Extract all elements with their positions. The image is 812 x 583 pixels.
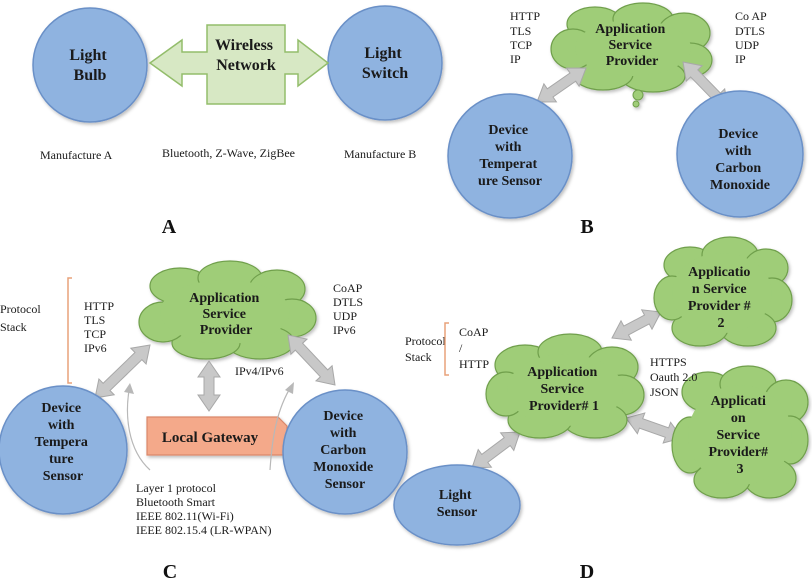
light-sensor-node bbox=[393, 464, 521, 546]
double-arrow-shape bbox=[197, 360, 221, 412]
panel-b: Application Service Provider HTTP TLS TC… bbox=[447, 2, 804, 238]
temperature-device-node-b bbox=[447, 93, 573, 219]
co-device-label-c: Device with Carbon Monoxide Sensor bbox=[313, 409, 376, 492]
cloud-d2-label: Applicatio n Service Provider # 2 bbox=[688, 265, 754, 331]
cloud-d1-label: Application Service Provider# 1 bbox=[527, 365, 601, 414]
light-bulb-node bbox=[32, 7, 148, 123]
temperature-device-label-b: Device with Temperat ure Sensor bbox=[478, 123, 542, 189]
co-device-node-b bbox=[676, 90, 804, 218]
arrow-d-sensor-cloud1 bbox=[471, 431, 521, 469]
cloud-c-label: Application Service Provider bbox=[189, 291, 263, 338]
arrow-c-temp-cloud bbox=[94, 344, 151, 399]
cloud-c bbox=[138, 260, 317, 360]
panel-c-left-stack: HTTP TLS TCP IPv6 bbox=[84, 299, 117, 355]
manufacturer-a-text: Manufacture A bbox=[40, 148, 113, 162]
panel-a: Light Bulb Light Switch Wireless Network… bbox=[32, 5, 443, 238]
panel-d-stack-title: Protocol Stack bbox=[405, 334, 449, 364]
ip-version-label: IPv4/IPv6 bbox=[235, 364, 284, 378]
panel-d-label: D bbox=[580, 561, 594, 583]
cloud-d3-label: Applicati on Service Provider# 3 bbox=[708, 394, 771, 477]
co-device-node-c bbox=[282, 389, 408, 515]
wireless-protocols-text: Bluetooth, Z-Wave, ZigBee bbox=[162, 146, 295, 160]
temperature-device-label-c: Device with Tempera ture Sensor bbox=[35, 401, 92, 484]
double-arrow-shape bbox=[471, 431, 521, 469]
manufacturer-b-text: Manufacture B bbox=[344, 147, 416, 161]
cloud-d1 bbox=[485, 333, 645, 439]
double-arrow-shape bbox=[94, 344, 151, 399]
arrow-b-temp-cloud bbox=[536, 67, 587, 103]
cloud-d3 bbox=[671, 365, 809, 499]
panel-b-label: B bbox=[580, 216, 593, 238]
panel-d-stack-bracket bbox=[444, 322, 449, 376]
double-arrow-shape bbox=[287, 334, 336, 386]
double-arrow-shape bbox=[611, 309, 662, 341]
layer1-protocols: Layer 1 protocol Bluetooth Smart IEEE 80… bbox=[136, 481, 272, 537]
local-gateway-label: Local Gateway bbox=[162, 430, 259, 446]
panel-b-right-stack: Co AP DTLS UDP IP bbox=[735, 9, 769, 66]
panel-c: Protocol Stack HTTP TLS TCP IPv6 Applica… bbox=[0, 260, 408, 583]
light-switch-node bbox=[327, 5, 443, 121]
gateway-link-left bbox=[126, 384, 151, 471]
wireless-network-label: Wireless Network bbox=[215, 37, 277, 74]
panel-a-label: A bbox=[162, 216, 177, 238]
panel-b-left-stack: HTTP TLS TCP IP bbox=[510, 9, 543, 66]
light-switch-label: Light Switch bbox=[362, 45, 408, 82]
panel-c-stack-title: Protocol Stack bbox=[0, 302, 44, 334]
arrow-c-cloud-co bbox=[287, 334, 336, 386]
cloud-b-label: Application Service Provider bbox=[595, 22, 669, 69]
gateway-link-right-head bbox=[285, 382, 294, 394]
gateway-link-right bbox=[269, 384, 293, 471]
arrow-d-cloud1-cloud2 bbox=[611, 309, 662, 341]
panel-c-stack-bracket bbox=[67, 277, 72, 384]
wireless-network-arrow bbox=[148, 24, 330, 105]
light-bulb-label: Light Bulb bbox=[69, 47, 110, 84]
cloud-b bbox=[550, 2, 713, 108]
gateway-link-left-head bbox=[124, 383, 134, 394]
light-sensor-label: Light Sensor bbox=[437, 488, 477, 520]
temperature-device-node-c bbox=[0, 385, 128, 515]
panel-d-mid-stack: HTTPS Oauth 2.0 JSON bbox=[650, 355, 700, 399]
double-arrow-shape bbox=[536, 67, 587, 103]
co-device-label-b: Device with Carbon Monoxide bbox=[710, 127, 770, 193]
panel-d-stack: CoAP / HTTP bbox=[459, 325, 491, 371]
panel-d: Protocol Stack CoAP / HTTP Appli bbox=[393, 236, 809, 583]
cloud-d2 bbox=[653, 236, 793, 347]
panel-c-label: C bbox=[163, 561, 177, 583]
panel-c-right-stack: CoAP DTLS UDP IPv6 bbox=[333, 281, 366, 337]
arrow-c-cloud-gateway bbox=[197, 360, 221, 412]
